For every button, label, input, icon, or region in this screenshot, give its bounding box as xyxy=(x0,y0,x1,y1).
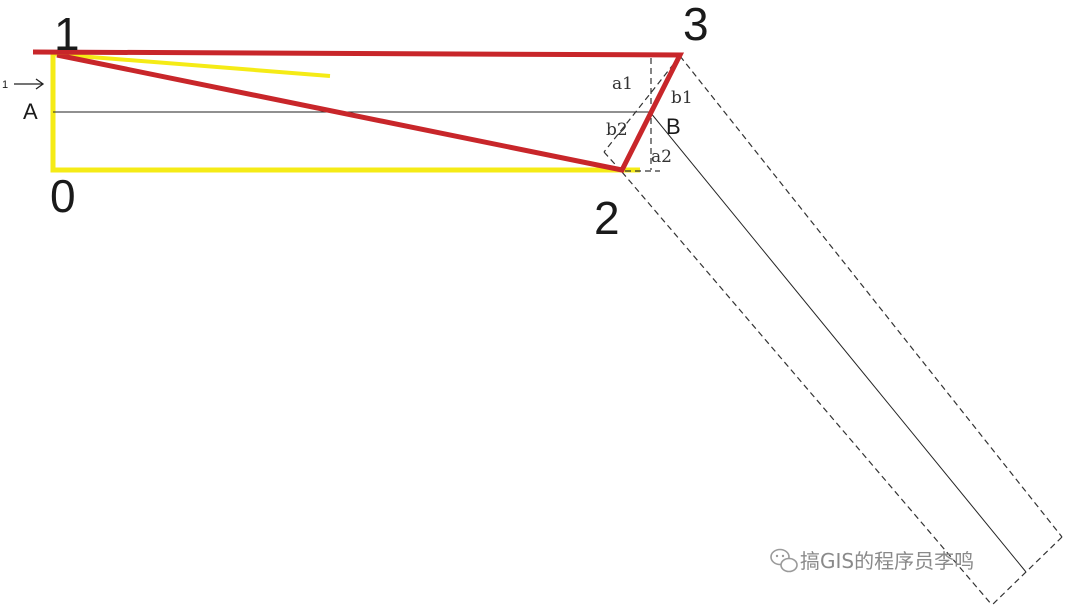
dashed-start-cap xyxy=(603,55,681,153)
red-triangle xyxy=(32,49,685,173)
dashed-end-cap xyxy=(991,536,1063,606)
point-label-1: 1 xyxy=(54,8,80,60)
dashed-upper-edge xyxy=(679,55,1063,538)
watermark-text: 搞GIS的程序员李鸣 xyxy=(800,549,974,573)
wechat-icon xyxy=(770,548,798,573)
label-a2: a2 xyxy=(651,147,672,167)
yellow-rect-edges xyxy=(50,52,640,173)
yellow-rect-top-edge xyxy=(52,52,331,78)
label-b: B xyxy=(666,114,681,139)
point-label-3: 3 xyxy=(683,0,709,50)
yellow-outline xyxy=(50,52,640,173)
arrow-index-label: 1 xyxy=(2,79,8,91)
offset-arrow: 1 xyxy=(2,78,45,91)
label-a: A xyxy=(23,99,38,124)
point-label-0: 0 xyxy=(50,170,76,222)
watermark: 搞GIS的程序员李鸣 xyxy=(770,548,974,573)
dashed-buffer xyxy=(603,55,1063,606)
arrow-head xyxy=(35,78,45,90)
label-b1: b1 xyxy=(671,88,693,108)
label-b2: b2 xyxy=(606,120,628,140)
diagonal-center-line xyxy=(649,111,1027,573)
label-a1: a1 xyxy=(612,74,633,94)
point-label-2: 2 xyxy=(594,192,620,244)
dashed-lower-edge xyxy=(621,171,993,606)
red-outline xyxy=(32,49,685,173)
